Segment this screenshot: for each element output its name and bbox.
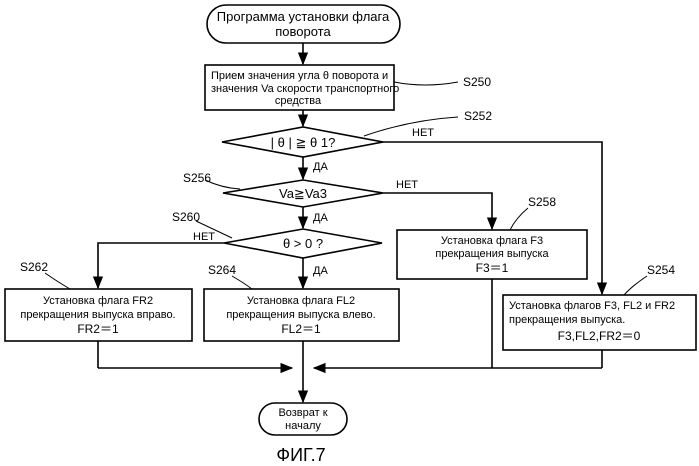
leader-s264 <box>232 276 252 289</box>
decision2-no-label: НЕТ <box>396 179 418 191</box>
start-label-line1: Программа установки флага <box>217 9 390 24</box>
input-box-line2: значения Va скорости транспортного <box>211 83 399 95</box>
fl2-box-line1: Установка флага FL2 <box>247 295 355 307</box>
step-label-s258: S258 <box>528 195 556 209</box>
fl2-box-line3: FL2＝1 <box>281 322 321 336</box>
arrow-decision2-no <box>383 193 492 229</box>
leader-s252 <box>364 117 458 136</box>
fl2-box-line2: прекращения выпуска влево. <box>226 309 375 321</box>
step-label-s254: S254 <box>647 263 675 277</box>
leader-s258 <box>510 208 528 230</box>
figure-caption: ФИГ.7 <box>276 445 325 465</box>
decision1-text: | θ | ≧ θ 1? <box>271 135 336 150</box>
end-label-line2: началу <box>285 420 321 432</box>
leader-s262 <box>45 273 70 289</box>
decision1-no-label: НЕТ <box>412 127 434 139</box>
step-label-s260: S260 <box>172 210 200 224</box>
leader-s250 <box>394 82 458 85</box>
decision3-yes-label: ДА <box>313 265 328 277</box>
decision2-yes-label: ДА <box>313 212 328 224</box>
input-box-line3: средства <box>275 95 322 107</box>
step-label-s262: S262 <box>20 260 48 274</box>
step-label-s264: S264 <box>208 263 236 277</box>
decision3-no-label: НЕТ <box>193 231 215 243</box>
decision3-text: θ > 0 ? <box>283 236 323 251</box>
step-label-s252: S252 <box>464 109 492 123</box>
end-label-line1: Возврат к <box>278 407 327 419</box>
fr2-box-line1: Установка флага FR2 <box>43 295 153 307</box>
fr2-box-line2: прекращения выпуска вправо. <box>20 309 175 321</box>
step-label-s250: S250 <box>463 75 491 89</box>
f3-box-line1: Установка флага F3 <box>441 235 543 247</box>
start-label-line2: поворота <box>275 24 331 39</box>
leader-s254 <box>624 276 647 295</box>
reset-box-line2: прекращения выпуска. <box>509 314 625 326</box>
decision1-yes-label: ДА <box>313 161 328 173</box>
fr2-box-line3: FR2＝1 <box>77 322 119 336</box>
reset-box-line3: F3,FL2,FR2＝0 <box>558 329 641 343</box>
decision2-text: Va≧Va3 <box>279 186 327 201</box>
f3-box-line3: F3＝1 <box>476 261 509 275</box>
arrow-decision3-no <box>98 243 224 288</box>
f3-box-line2: прекращения выпуска <box>435 248 549 260</box>
reset-box-line1: Установка флагов F3, FL2 и FR2 <box>509 300 675 312</box>
input-box-line1: Прием значения угла θ поворота и <box>211 70 388 82</box>
step-label-s256: S256 <box>183 171 211 185</box>
